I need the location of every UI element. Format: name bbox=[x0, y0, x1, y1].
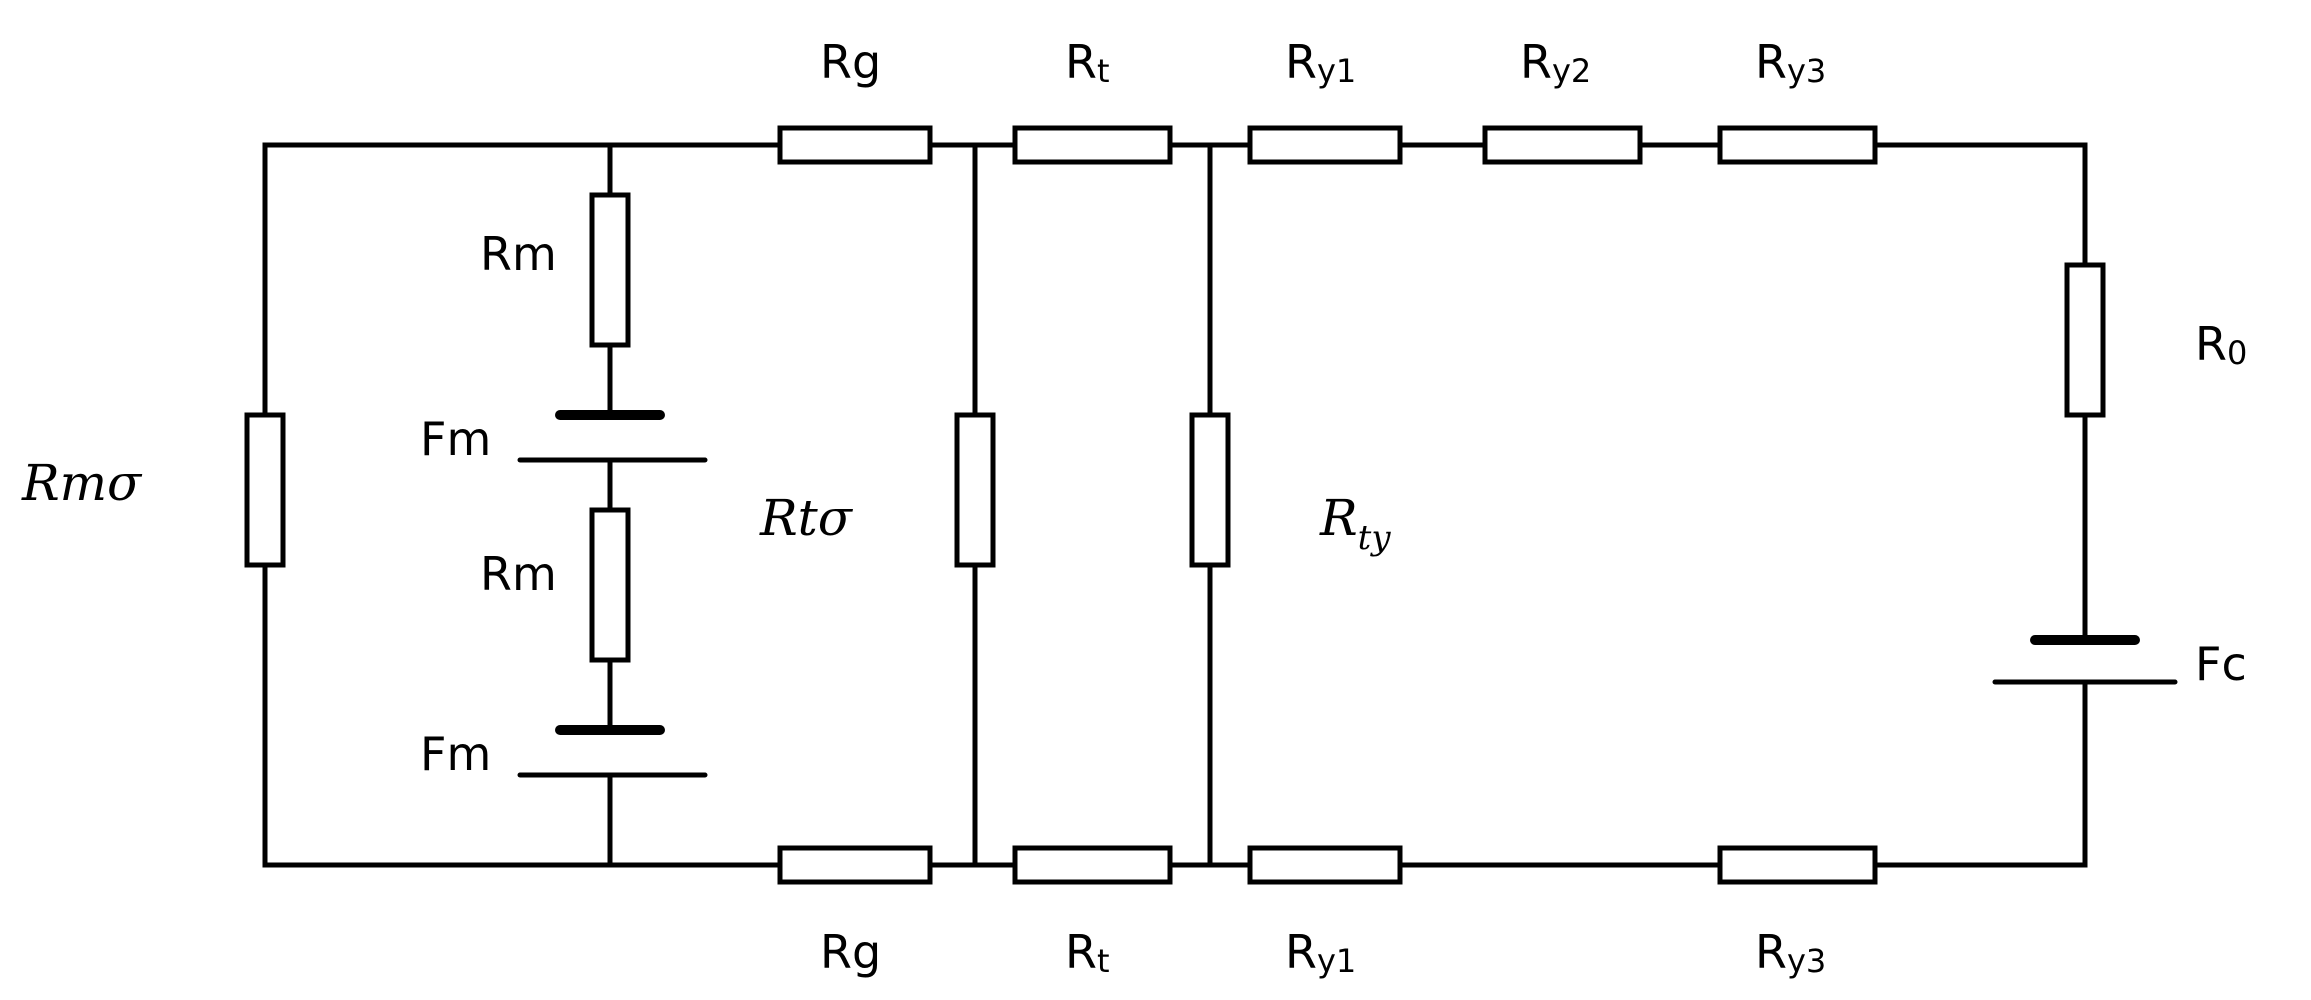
label-fc: Fc bbox=[2195, 637, 2247, 691]
label-rt-sigma: Rtσ bbox=[759, 489, 854, 547]
resistor-rm-bottom bbox=[589, 507, 631, 663]
label-fm-bottom: Fm bbox=[420, 727, 491, 781]
label-ry1-top-main: R bbox=[1285, 35, 1317, 89]
mmf-sources bbox=[517, 410, 2180, 778]
resistor-rty bbox=[1189, 412, 1231, 568]
label-rt-bottom-main: R bbox=[1065, 925, 1097, 979]
label-ry3-bottom: Ry3 bbox=[1755, 925, 1826, 980]
resistors bbox=[244, 125, 2106, 885]
label-ry2-top-main: R bbox=[1520, 35, 1552, 89]
label-rt-top-main: R bbox=[1065, 35, 1097, 89]
resistor-ry1-bottom bbox=[1247, 845, 1403, 885]
label-ry1-top-sub: y1 bbox=[1317, 52, 1356, 90]
resistor-rg-bottom bbox=[777, 845, 933, 885]
resistor-rm-top bbox=[589, 192, 631, 348]
label-rm-bottom: Rm bbox=[480, 547, 557, 601]
labels: Rmσ Rm Fm Rm Fm Rtσ Rty Rg Rg Rt Rt Ry1 … bbox=[21, 35, 2247, 980]
resistor-ry3-bottom bbox=[1717, 845, 1878, 885]
label-rt-bottom-sub: t bbox=[1097, 942, 1110, 980]
label-ry1-top: Ry1 bbox=[1285, 35, 1356, 90]
resistor-r0 bbox=[2064, 262, 2106, 418]
resistor-rt-top bbox=[1012, 125, 1173, 165]
label-rg-bottom: Rg bbox=[820, 925, 881, 979]
source-fm-top bbox=[517, 410, 708, 463]
label-ry2-top: Ry2 bbox=[1520, 35, 1591, 90]
label-rm-sigma: Rmσ bbox=[21, 454, 143, 512]
label-ry1-bottom: Ry1 bbox=[1285, 925, 1356, 980]
label-rm-top: Rm bbox=[480, 227, 557, 281]
label-ry3-top-main: R bbox=[1755, 35, 1787, 89]
resistor-rt-sigma bbox=[954, 412, 996, 568]
resistor-rm-sigma bbox=[244, 412, 286, 568]
label-r0-sub: 0 bbox=[2227, 334, 2247, 372]
label-rty-main: R bbox=[1319, 489, 1358, 547]
label-ry3-bottom-main: R bbox=[1755, 925, 1787, 979]
label-ry3-top-sub: y3 bbox=[1787, 52, 1826, 90]
resistor-rt-bottom bbox=[1012, 845, 1173, 885]
label-ry1-bottom-sub: y1 bbox=[1317, 942, 1356, 980]
label-r0-main: R bbox=[2195, 317, 2227, 371]
resistor-ry2-top bbox=[1482, 125, 1643, 165]
label-r0: R0 bbox=[2195, 317, 2247, 372]
label-rt-top-sub: t bbox=[1097, 52, 1110, 90]
label-rty: Rty bbox=[1319, 489, 1391, 558]
label-ry1-bottom-main: R bbox=[1285, 925, 1317, 979]
label-rt-top: Rt bbox=[1065, 35, 1110, 90]
resistor-ry1-top bbox=[1247, 125, 1403, 165]
source-fm-bottom bbox=[517, 725, 708, 778]
label-rt-bottom: Rt bbox=[1065, 925, 1110, 980]
label-ry2-top-sub: y2 bbox=[1552, 52, 1591, 90]
source-fc bbox=[1990, 635, 2180, 685]
resistor-rg-top bbox=[777, 125, 933, 165]
resistor-ry3-top bbox=[1717, 125, 1878, 165]
label-ry3-bottom-sub: y3 bbox=[1787, 942, 1826, 980]
label-rty-sub: ty bbox=[1358, 518, 1392, 558]
label-ry3-top: Ry3 bbox=[1755, 35, 1826, 90]
label-rg-top: Rg bbox=[820, 35, 881, 89]
label-fm-top: Fm bbox=[420, 412, 491, 466]
